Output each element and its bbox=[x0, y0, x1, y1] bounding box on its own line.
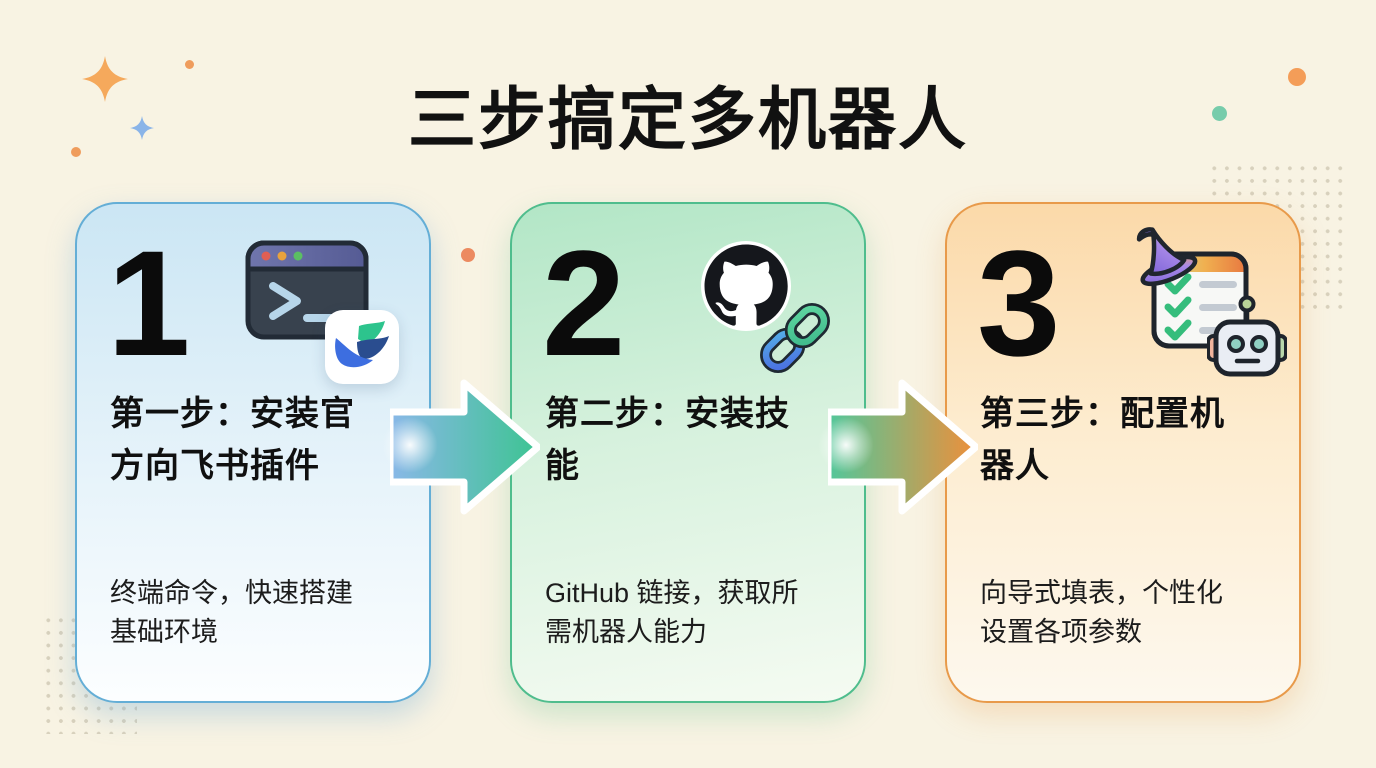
glow-glint bbox=[818, 417, 874, 473]
step-number: 3 bbox=[977, 219, 1061, 387]
step-description: GitHub 链接，获取所 需机器人能力 bbox=[545, 578, 799, 647]
step-description: 向导式填表，个性化 设置各项参数 bbox=[980, 578, 1223, 647]
decor-dot bbox=[1288, 68, 1306, 86]
arrow-step1-to-step2-icon bbox=[390, 379, 540, 515]
step-number: 1 bbox=[107, 219, 191, 387]
decor-dot bbox=[185, 60, 194, 69]
feishu-logo-icon bbox=[325, 310, 399, 384]
decor-dot bbox=[461, 248, 475, 262]
step-card-3: 3 bbox=[945, 202, 1301, 703]
step-card-2: 2 第二步：安装技 能 GitHub 链接，获取所 需机器人能力 bbox=[510, 202, 866, 703]
step-number: 2 bbox=[542, 219, 626, 387]
step-title: 第二步：安装技 能 bbox=[545, 395, 790, 485]
wizard-hat-icon bbox=[1136, 227, 1198, 287]
step-title: 第一步：安装官 方向飞书插件 bbox=[110, 395, 355, 485]
step-card-1: 1 第一步：安装官 方向飞书插件 终端命令，快速搭建 基础环境 bbox=[75, 202, 431, 703]
robot-icon bbox=[1207, 295, 1287, 377]
step-title: 第三步：配置机 器人 bbox=[980, 395, 1225, 485]
page-title: 三步搞定多机器人 bbox=[407, 82, 968, 158]
sparkle-icon bbox=[130, 116, 154, 140]
sparkle-icon bbox=[82, 56, 128, 102]
decor-dot bbox=[1212, 106, 1227, 121]
step-description: 终端命令，快速搭建 基础环境 bbox=[110, 578, 353, 647]
github-icon bbox=[701, 241, 791, 331]
glow-glint bbox=[382, 417, 438, 473]
arrow-step2-to-step3-icon bbox=[828, 379, 978, 515]
chain-link-icon bbox=[760, 303, 830, 373]
decor-dot bbox=[71, 147, 81, 157]
